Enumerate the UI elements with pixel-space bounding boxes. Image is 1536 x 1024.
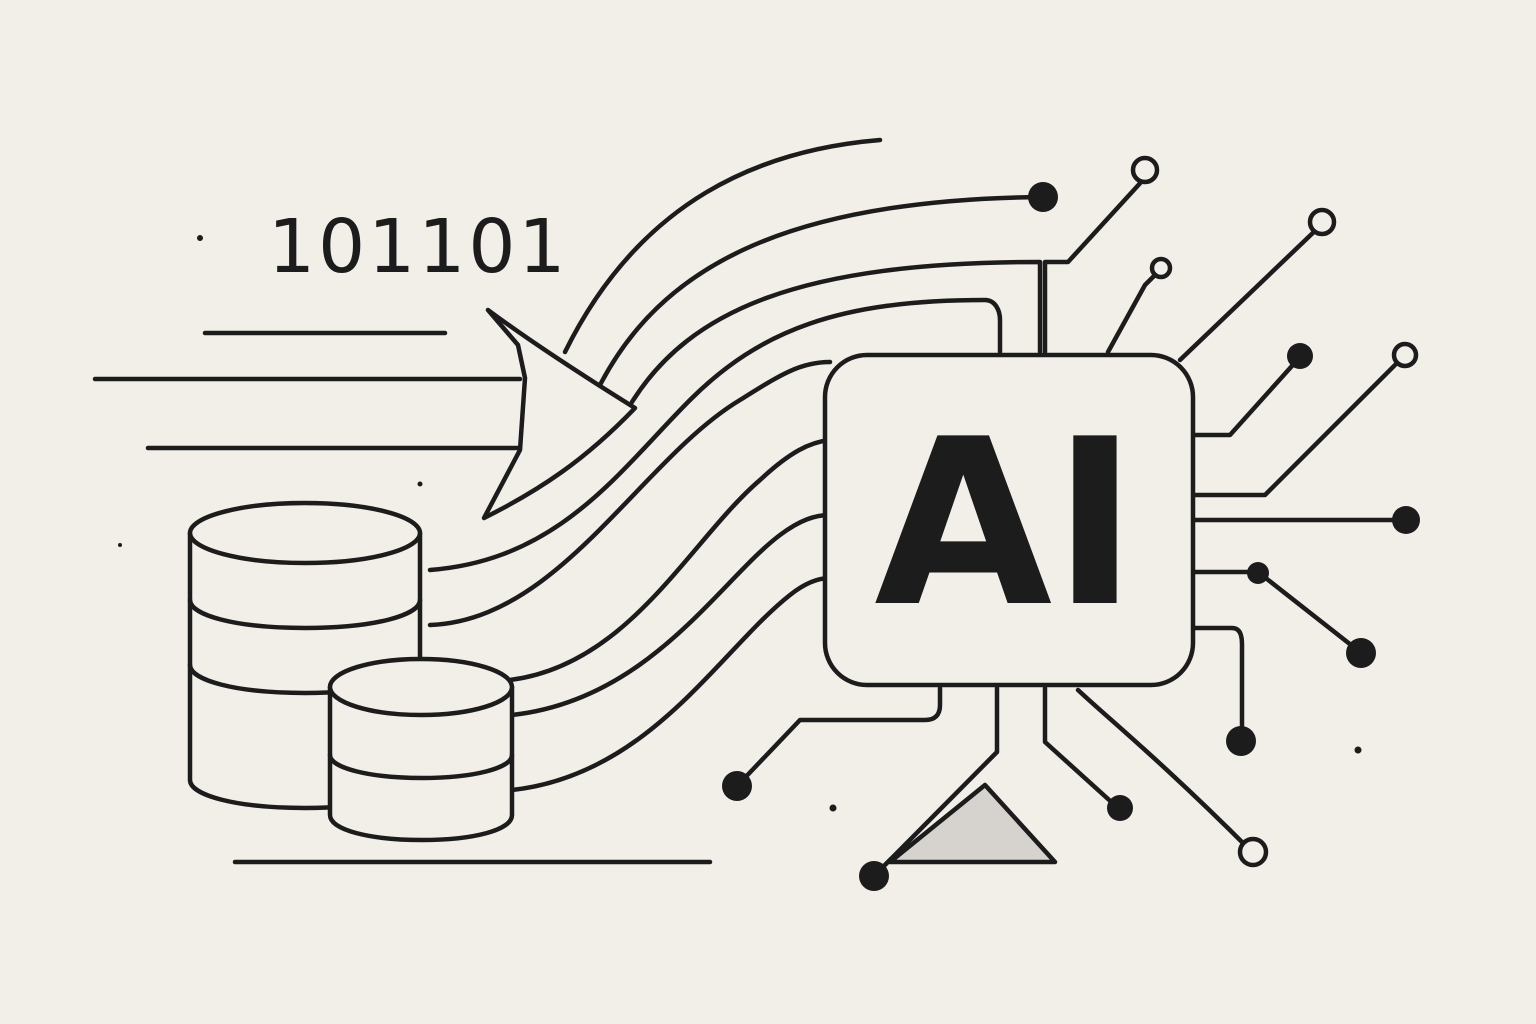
circuit-node <box>722 771 752 801</box>
circuit-node <box>1247 562 1269 584</box>
circuit-node-open <box>1237 836 1269 868</box>
triangle-icon <box>887 782 1058 865</box>
bottom-circuit <box>722 685 1269 891</box>
circuit-node <box>1392 506 1420 534</box>
circuit-node-open <box>1391 341 1419 369</box>
arrow-icon <box>481 307 638 521</box>
binary-label: 101101 <box>268 204 569 290</box>
right-circuit <box>1189 341 1420 756</box>
circuit-node <box>1226 726 1256 756</box>
circuit-node <box>1287 343 1313 369</box>
flow-wires <box>427 137 1043 793</box>
circuit-node-open <box>1149 256 1173 280</box>
speckle-dots <box>118 235 1362 812</box>
circuit-node <box>859 861 889 891</box>
circuit-node-open <box>1307 207 1337 237</box>
speed-lines <box>92 330 713 865</box>
circuit-node <box>1028 182 1058 212</box>
ai-chip-icon: AI <box>822 352 1196 688</box>
circuit-node-open <box>1130 155 1160 185</box>
top-circuit <box>1028 155 1337 363</box>
ai-chip-body <box>822 352 1196 688</box>
circuit-node <box>1346 638 1376 668</box>
database-icon-small <box>327 656 515 843</box>
ai-chip-label: AI <box>874 391 1138 658</box>
circuit-node <box>1107 795 1133 821</box>
